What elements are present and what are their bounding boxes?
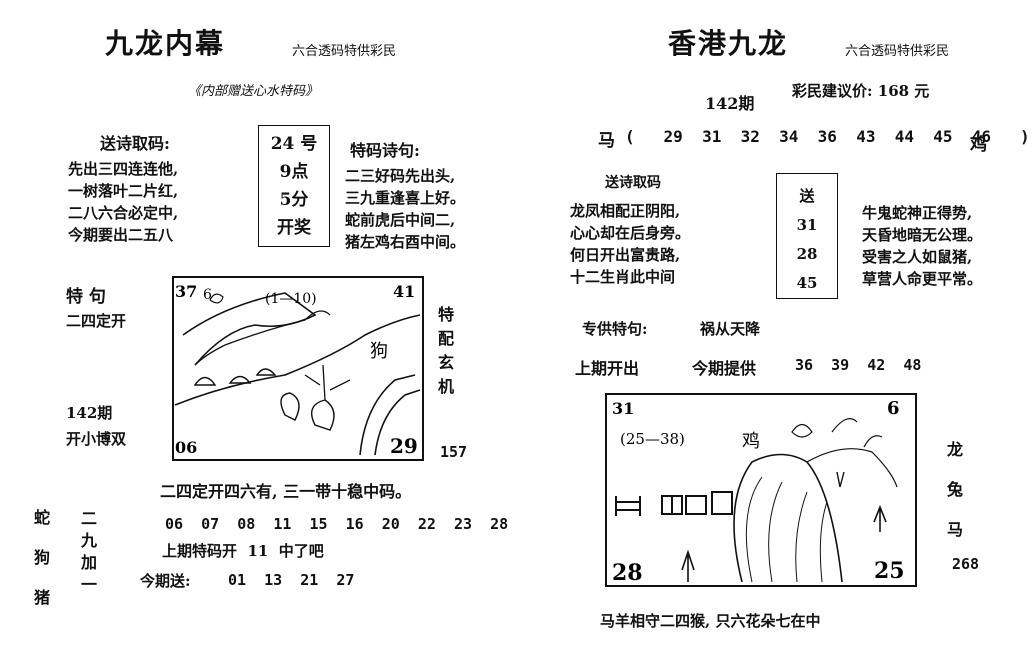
left-pic-corner-tl2: 6 [203, 287, 212, 303]
left-poem: 先出三四连连他, 一树落叶二片红, 二八六合必定中, 今期要出二五八 [68, 158, 178, 246]
special-poem-line: 三九重逢喜上好。 [345, 189, 466, 207]
right-poem2: 牛鬼蛇神正得势, 天昏地暗无公理。 受害之人如鼠猪, 草营人命更平常。 [862, 202, 982, 290]
side-char: 兔 [946, 480, 963, 499]
right-pic-corner-tl: 31 [612, 399, 634, 418]
left-special-text: 二四定开 [66, 312, 127, 330]
nine-char: 一 [80, 575, 97, 594]
nine-char: 二 [80, 509, 97, 528]
side-char: 龙 [946, 440, 963, 459]
right-rooster-label: 鸡 [970, 135, 987, 155]
left-pic-corner-bl: 06 [175, 438, 197, 457]
left-special-label: 特 句 [66, 287, 106, 307]
right-side-vertical: 龙 兔 马 [944, 430, 966, 550]
special-poem-line: 蛇前虎后中间二, [345, 211, 456, 229]
nine-char: 九 [80, 531, 97, 550]
left-this-period-label: 今期送: [140, 572, 191, 590]
right-poem-line: 心心却在后身旁。 [570, 224, 691, 242]
right-poem2-line: 草营人命更平常。 [862, 270, 983, 288]
send-box-line: 31 [796, 216, 818, 234]
right-special-text: 祸从天降 [700, 320, 761, 338]
right-pic-range: (25—38) [620, 430, 685, 448]
right-poem2-line: 牛鬼蛇神正得势, [862, 204, 973, 222]
left-animals-vertical: 蛇 狗 猪 [32, 498, 52, 618]
left-poem-label: 送诗取码: [100, 134, 170, 153]
left-side-number: 157 [440, 443, 468, 461]
animal-char: 狗 [33, 548, 50, 567]
nine-char: 加 [80, 553, 97, 572]
left-hint-picture: 37 6 (1—10) 41 狗 06 29 [172, 276, 424, 461]
left-last-period: 上期特码开 11 中了吧 [162, 542, 324, 560]
special-poem-line: 二三好码先出头, [345, 167, 456, 185]
right-poem-line: 何日开出富贵路, [570, 246, 681, 264]
left-issue: 142期 [66, 404, 113, 422]
right-pic-corner-br: 25 [874, 558, 905, 584]
left-pic-animal: 狗 [370, 341, 388, 362]
left-poem-line: 一树落叶二片红, [68, 182, 179, 200]
send-box-line: 45 [796, 274, 818, 292]
right-price: 彩民建议价: 168 元 [792, 82, 930, 100]
draw-box-line: 24 号 [270, 134, 318, 154]
left-mid-line: 二四定开四六有, 三一带十稳中码。 [160, 482, 412, 501]
left-side-vertical: 特 配 玄 机 [436, 303, 456, 399]
left-pic-corner-tl: 37 [175, 282, 197, 301]
left-gift-line: 《内部赠送心水特码》 [188, 84, 319, 99]
left-numbers-line: 06 07 08 11 15 16 20 22 23 28 [165, 515, 509, 533]
right-poem-label: 送诗取码 [605, 175, 661, 191]
side-char: 玄 [437, 353, 454, 372]
left-pic-corner-br: 29 [390, 434, 418, 458]
left-issue-tip: 开小博双 [66, 430, 127, 448]
right-horse-label: 马 [598, 131, 615, 151]
animal-char: 猪 [33, 588, 50, 607]
right-pic-animal: 鸡 [742, 431, 760, 452]
right-poem2-line: 受害之人如鼠猪, [862, 248, 973, 266]
right-send-values: 送 31 28 45 [776, 182, 838, 298]
left-title: 九龙内幕 [105, 27, 226, 60]
right-bottom-line: 马羊相守二四猴, 只六花朵七在中 [600, 612, 821, 630]
side-char: 马 [946, 520, 963, 539]
send-box-line: 送 [799, 187, 815, 205]
right-horse-numbers: ( 29 31 32 34 36 43 44 45 46 ) [625, 127, 1030, 146]
right-subtitle: 六合透码特供彩民 [845, 44, 950, 59]
draw-box-line: 9点 [279, 162, 309, 182]
right-poem: 龙凤相配正阴阳, 心心却在后身旁。 何日开出富贵路, 十二生肖此中间 [570, 200, 690, 288]
right-send-box [776, 173, 838, 299]
left-pic-range: (1—10) [265, 291, 317, 307]
left-poem-line: 先出三四连连他, [68, 160, 179, 178]
right-this-label: 今期提供 [692, 359, 757, 378]
left-poem-line: 二八六合必定中, [68, 204, 179, 222]
side-char: 配 [437, 329, 454, 348]
right-side-number: 268 [952, 555, 980, 573]
side-char: 机 [437, 377, 454, 396]
right-this-numbers: 36 39 42 48 [795, 356, 922, 374]
left-poem-line: 今期要出二五八 [68, 226, 174, 244]
right-hint-picture: 31 (25—38) 鸡 6 28 25 [605, 393, 917, 587]
right-pic-corner-bl: 28 [612, 560, 643, 586]
draw-box-line: 5分 [279, 190, 309, 210]
left-draw-time-box [258, 125, 330, 247]
right-special-label: 专供特句: [582, 320, 648, 338]
right-poem-line: 龙凤相配正阴阳, [570, 202, 681, 220]
right-last-label: 上期开出 [575, 359, 640, 378]
animal-char: 蛇 [33, 508, 50, 527]
left-this-period-numbers: 01 13 21 27 [228, 571, 355, 589]
right-pic-corner-tr: 6 [887, 398, 900, 419]
special-poem-line: 猪左鸡右酉中间。 [345, 233, 466, 251]
right-issue: 142期 [705, 94, 755, 113]
right-poem-line: 十二生肖此中间 [570, 268, 676, 286]
right-title: 香港九龙 [668, 27, 789, 60]
side-char: 特 [437, 305, 454, 324]
draw-box-line: 开奖 [277, 218, 311, 238]
left-subtitle: 六合透码特供彩民 [292, 44, 397, 59]
left-special-poem-label: 特码诗句: [350, 141, 420, 160]
left-special-poem: 二三好码先出头, 三九重逢喜上好。 蛇前虎后中间二, 猪左鸡右酉中间。 [345, 165, 465, 253]
right-poem2-line: 天昏地暗无公理。 [862, 226, 983, 244]
left-nine-plus-one: 二 九 加 一 [78, 508, 100, 596]
left-draw-time: 24 号 9点 5分 开奖 [258, 130, 330, 242]
send-box-line: 28 [796, 245, 818, 263]
left-pic-corner-tr: 41 [393, 282, 415, 301]
